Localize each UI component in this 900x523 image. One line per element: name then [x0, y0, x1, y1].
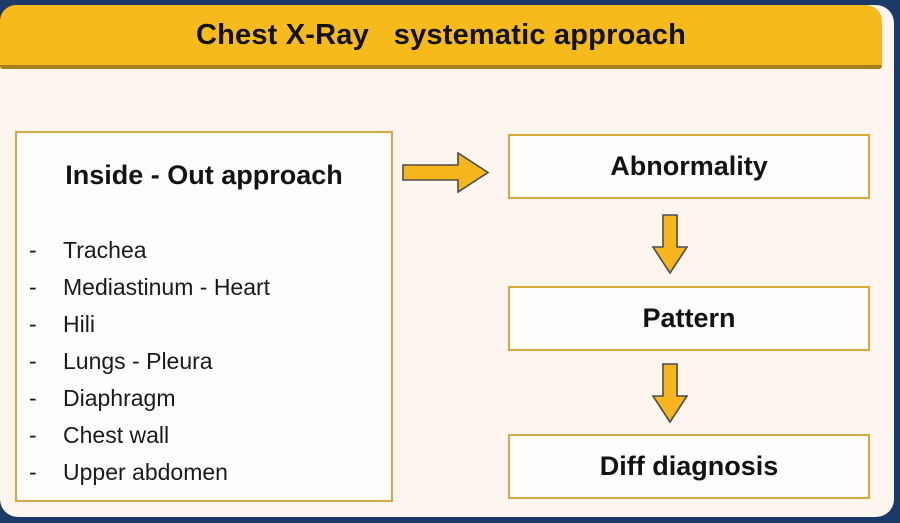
dash-bullet: -: [29, 274, 37, 300]
page-title: Chest X-Ray systematic approach: [195, 18, 687, 51]
list-item-label: Diaphragm: [63, 385, 176, 411]
list-item-label: Trachea: [63, 237, 147, 263]
list-item-label: Hili: [63, 311, 95, 337]
dash-bullet: -: [29, 385, 37, 411]
anatomy-checklist: - Trachea - Mediastinum - Heart - Hili -…: [17, 237, 391, 496]
down-arrow-icon: [651, 362, 689, 424]
down-arrow-icon: [651, 213, 689, 275]
list-item-label: Mediastinum - Heart: [63, 274, 271, 300]
inside-out-panel: Inside - Out approach - Trachea - Medias…: [15, 131, 393, 502]
flow-step-pattern: Pattern: [508, 286, 870, 351]
inside-out-panel-title: Inside - Out approach: [65, 160, 343, 190]
dash-bullet: -: [29, 311, 37, 337]
flow-step-label: Pattern: [642, 303, 736, 333]
dash-bullet: -: [29, 237, 37, 263]
flow-step-diff-diagnosis: Diff diagnosis: [508, 434, 870, 499]
right-arrow-icon: [401, 150, 491, 195]
title-banner: Chest X-Ray systematic approach: [0, 5, 882, 69]
list-item: - Diaphragm: [17, 385, 391, 422]
flow-step-label: Abnormality: [610, 151, 768, 181]
list-item: - Mediastinum - Heart: [17, 274, 391, 311]
list-item: - Chest wall: [17, 422, 391, 459]
flow-step-label: Diff diagnosis: [599, 451, 779, 481]
list-item-label: Chest wall: [63, 422, 170, 448]
list-item: - Hili: [17, 311, 391, 348]
list-item-label: Upper abdomen: [63, 459, 228, 485]
list-item: - Upper abdomen: [17, 459, 391, 496]
flow-step-abnormality: Abnormality: [508, 134, 870, 199]
list-item-label: Lungs - Pleura: [63, 348, 213, 374]
dash-bullet: -: [29, 348, 37, 374]
dash-bullet: -: [29, 422, 37, 448]
list-item: - Trachea: [17, 237, 391, 274]
dash-bullet: -: [29, 459, 37, 485]
list-item: - Lungs - Pleura: [17, 348, 391, 385]
